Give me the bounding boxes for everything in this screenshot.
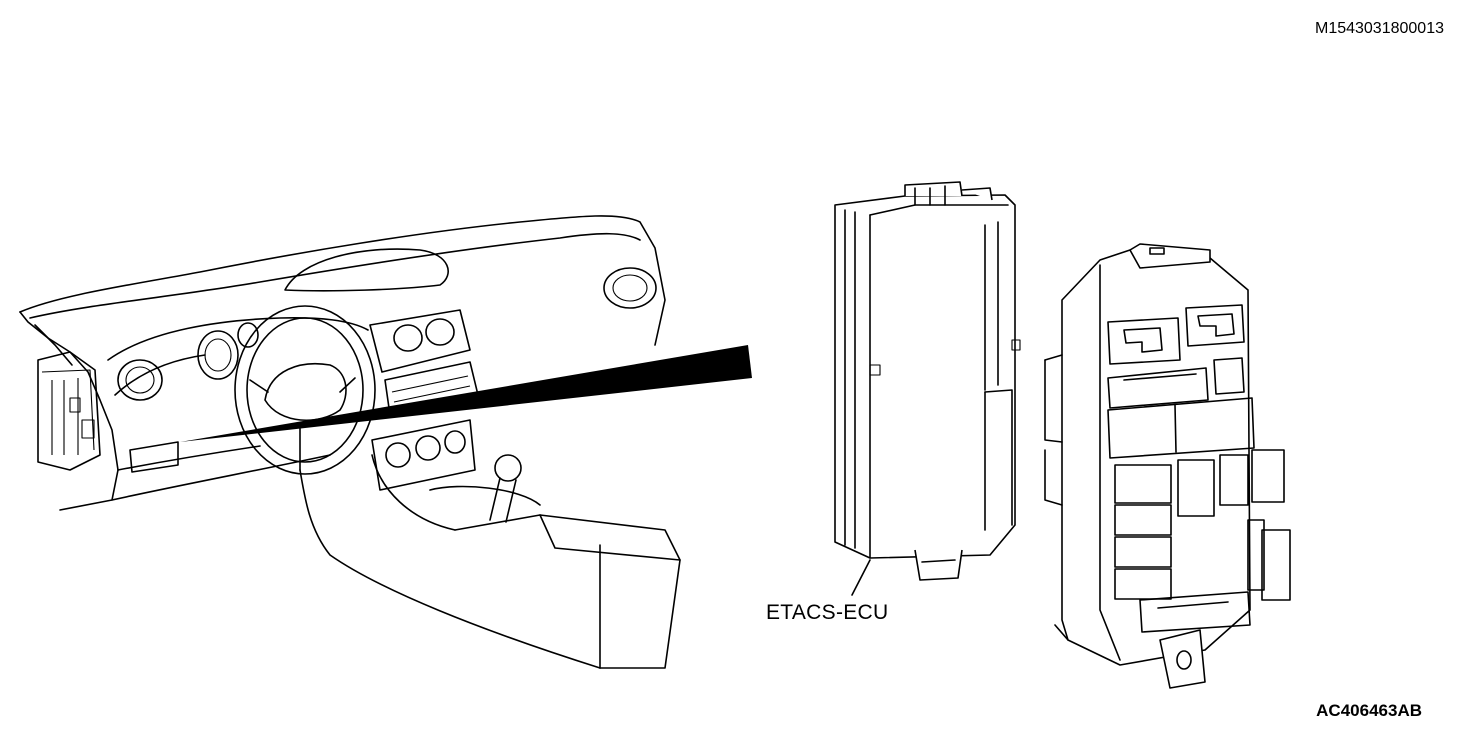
document-id: M1543031800013 — [1314, 20, 1444, 37]
junction-block — [1044, 243, 1291, 689]
etacs-ecu-label: ETACS-ECU — [766, 601, 889, 624]
callout-pointer-wedge — [180, 345, 752, 442]
etacs-ecu-unit — [834, 181, 1021, 596]
figure-id: AC406463AB — [1316, 701, 1422, 720]
dashboard-illustration — [19, 215, 681, 669]
